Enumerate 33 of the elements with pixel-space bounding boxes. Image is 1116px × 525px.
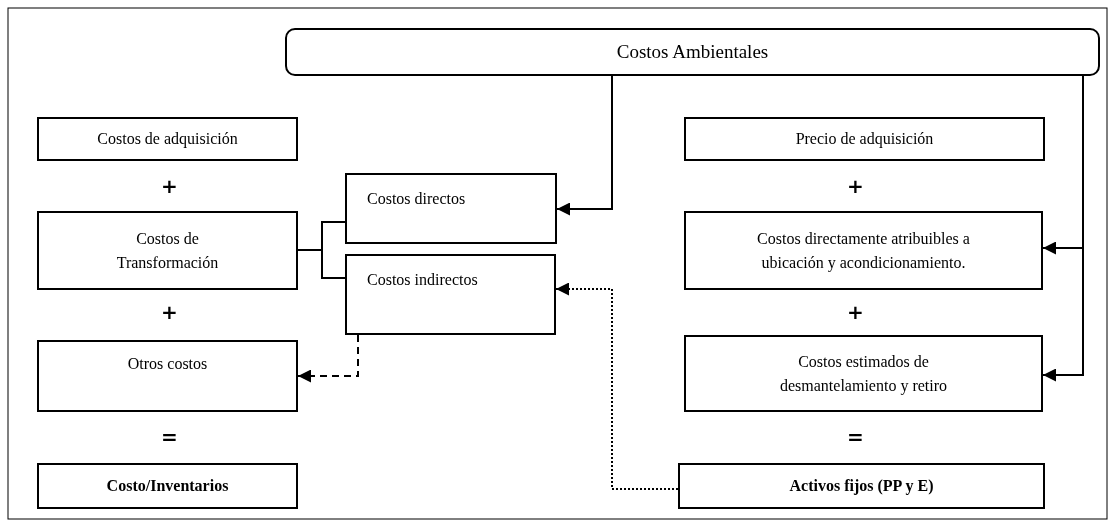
operator-sign: =	[161, 427, 178, 447]
operator-sign: +	[161, 302, 178, 322]
rounded-box	[285, 28, 1100, 76]
box-label: Costos indirectos	[367, 270, 478, 290]
process-box	[684, 335, 1043, 412]
process-box	[37, 463, 298, 509]
operator-sign: +	[847, 176, 864, 196]
operator-sign: +	[847, 302, 864, 322]
box-label: Otros costos	[127, 354, 208, 374]
box-label: Costos de Transformación	[115, 228, 220, 273]
process-box	[678, 463, 1045, 509]
box-label: Costos de adquisición	[97, 129, 238, 150]
box-label: Activos fijos (PP y E)	[789, 476, 934, 497]
process-box	[345, 173, 557, 244]
dashed-arrow	[297, 334, 359, 383]
box-label: Costos directos	[367, 189, 466, 209]
arrow	[556, 75, 613, 216]
box-label: Costos directamente atribuibles a ubicación y acondicionamiento.	[756, 228, 971, 274]
process-box	[684, 211, 1043, 290]
box-label: Costos estimados de desmantelamiento y retiro	[778, 351, 949, 397]
process-box	[684, 117, 1045, 161]
box-label: Costos Ambientales	[616, 39, 769, 64]
dotted-arrow	[555, 282, 679, 490]
process-box	[345, 254, 556, 335]
operator-sign: +	[161, 176, 178, 196]
box-label: Precio de adquisición	[795, 129, 934, 150]
process-box	[37, 211, 298, 290]
connector-line	[297, 249, 346, 279]
process-box	[37, 117, 298, 161]
process-box	[37, 340, 298, 412]
box-label: Costo/Inventarios	[106, 476, 229, 496]
operator-sign: =	[847, 427, 864, 447]
arrow	[1042, 75, 1084, 382]
